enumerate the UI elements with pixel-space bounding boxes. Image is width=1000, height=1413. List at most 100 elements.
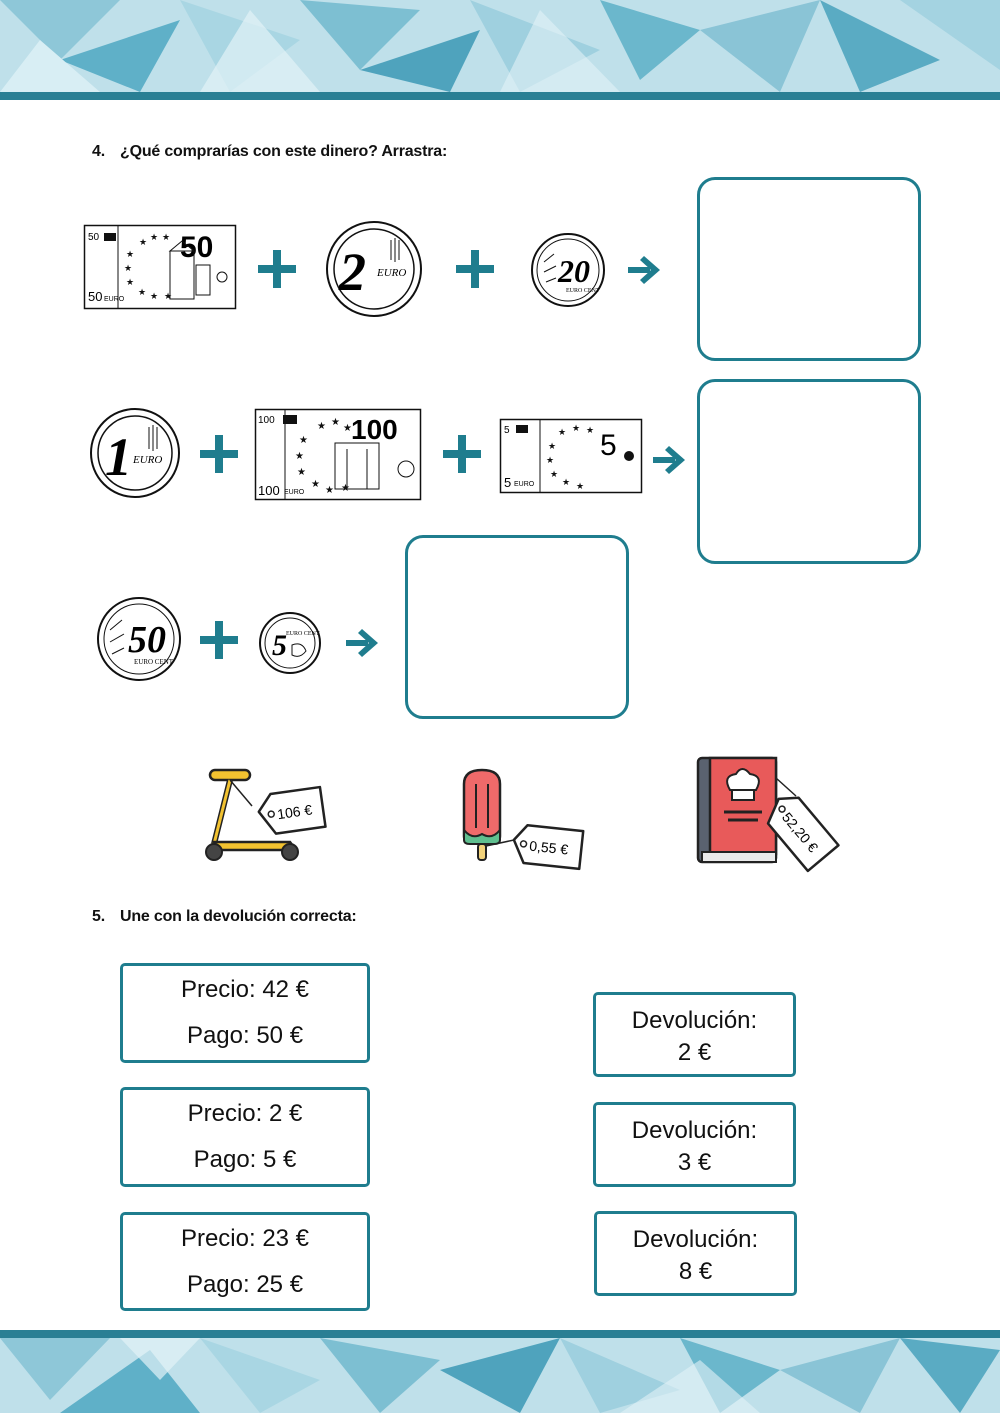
- svg-text:★: ★: [139, 237, 147, 247]
- pago-label: Pago: 50 €: [186, 1022, 304, 1049]
- svg-text:★: ★: [562, 477, 570, 487]
- banknote-5-unit: EURO: [514, 481, 535, 488]
- price-tag-icon: 106 €: [257, 785, 327, 835]
- coin-2-euro[interactable]: 2 EURO: [325, 220, 423, 318]
- plus-icon: [256, 248, 298, 290]
- top-banner: [0, 0, 1000, 100]
- scooter-icon: [205, 768, 299, 861]
- section-5-number: 5.: [92, 908, 105, 925]
- coin-1-value: 1: [105, 427, 132, 487]
- banknote-100-corner-value: 100: [258, 415, 275, 426]
- banknote-50-value: 50: [180, 231, 213, 264]
- price-popsicle: 0,55 €: [529, 838, 570, 858]
- svg-text:★: ★: [558, 427, 566, 437]
- svg-text:★: ★: [138, 287, 146, 297]
- coin-5-value: 5: [272, 629, 287, 662]
- section-4-number: 4.: [92, 143, 105, 160]
- arrow-right-icon: [651, 444, 687, 476]
- precio-label: Precio: 23 €: [180, 1225, 310, 1252]
- devolucion-amount: 8 €: [678, 1258, 713, 1285]
- pago-label: Pago: 25 €: [186, 1271, 304, 1298]
- drop-zone-2[interactable]: [697, 379, 921, 564]
- section-4-title: ¿Qué comprarías con este dinero? Arrastr…: [120, 143, 448, 160]
- svg-text:★: ★: [126, 249, 134, 259]
- banknote-50-corner-value: 50: [88, 232, 100, 243]
- coin-50-cent[interactable]: 50 EURO CENT: [96, 596, 182, 682]
- coin-20-cent[interactable]: 20 EURO CENT: [530, 232, 606, 308]
- banknote-100-value: 100: [351, 414, 398, 445]
- precio-label: Precio: 42 €: [180, 976, 310, 1003]
- svg-text:★: ★: [317, 421, 326, 432]
- svg-text:★: ★: [124, 263, 132, 273]
- coin-5-cent[interactable]: 5 EURO CENT: [258, 611, 322, 675]
- svg-text:★: ★: [548, 441, 556, 451]
- devolucion-card-1[interactable]: Devolución: 2 €: [593, 992, 796, 1077]
- devolucion-label: Devolución:: [631, 1117, 758, 1144]
- banknote-5-value: 5: [600, 429, 617, 462]
- svg-text:★: ★: [343, 423, 352, 434]
- banknote-100-bottom-value: 100: [258, 483, 280, 498]
- devolucion-label: Devolución:: [631, 1007, 758, 1034]
- banknote-50-unit: EURO: [104, 296, 125, 303]
- svg-text:★: ★: [297, 467, 306, 478]
- precio-card-1[interactable]: Precio: 42 € Pago: 50 €: [120, 963, 370, 1063]
- devolucion-card-3[interactable]: Devolución: 8 €: [594, 1211, 797, 1296]
- plus-icon: [454, 248, 496, 290]
- svg-text:★: ★: [576, 481, 584, 491]
- banknote-5-corner-value: 5: [504, 425, 510, 436]
- arrow-right-icon: [626, 254, 662, 286]
- plus-icon: [198, 433, 240, 475]
- drop-zone-3[interactable]: [405, 535, 629, 719]
- svg-text:★: ★: [586, 425, 594, 435]
- banknote-5-bottom-value: 5: [504, 475, 511, 490]
- popsicle-icon: [462, 768, 502, 861]
- coin-1-euro[interactable]: 1 EURO: [89, 407, 181, 499]
- banknote-50[interactable]: 50 50 EURO 50 ★★★ ★★★ ★★★: [83, 224, 237, 310]
- bottom-banner: [0, 1330, 1000, 1413]
- devolucion-amount: 3 €: [677, 1149, 712, 1176]
- svg-text:★: ★: [572, 423, 580, 433]
- arrow-right-icon: [344, 627, 380, 659]
- banknote-100[interactable]: 100 100 EURO 100 ★★★ ★★★ ★★★: [254, 408, 422, 501]
- price-scooter: 106 €: [276, 801, 313, 822]
- svg-text:★: ★: [162, 232, 170, 242]
- coin-5-unit: EURO CENT: [286, 631, 320, 637]
- pago-label: Pago: 5 €: [193, 1146, 297, 1173]
- coin-50-unit: EURO CENT: [134, 658, 174, 666]
- product-scooter[interactable]: 106 €: [200, 766, 327, 864]
- coin-2-unit: EURO: [376, 267, 406, 279]
- product-popsicle[interactable]: 0,55 €: [460, 768, 590, 871]
- plus-icon: [441, 433, 483, 475]
- price-tag-icon: 0,55 €: [512, 823, 585, 871]
- svg-text:★: ★: [150, 232, 158, 242]
- product-cookbook[interactable]: 52,20 €: [696, 756, 866, 873]
- plus-icon: [198, 619, 240, 661]
- svg-text:★: ★: [325, 485, 334, 496]
- precio-card-3[interactable]: Precio: 23 € Pago: 25 €: [120, 1212, 370, 1311]
- cookbook-icon: [696, 756, 778, 864]
- coin-20-value: 20: [557, 253, 590, 289]
- svg-text:★: ★: [164, 291, 172, 301]
- coin-1-unit: EURO: [132, 454, 162, 466]
- svg-text:★: ★: [299, 435, 308, 446]
- section-5-heading: 5. Une con la devolución correcta:: [92, 908, 357, 926]
- svg-text:★: ★: [150, 291, 158, 301]
- precio-card-2[interactable]: Precio: 2 € Pago: 5 €: [120, 1087, 370, 1187]
- banknote-5[interactable]: 5 5 EURO 5 ★★★ ★★★ ★★: [499, 418, 643, 494]
- coin-50-value: 50: [128, 619, 166, 661]
- svg-text:★: ★: [126, 277, 134, 287]
- banknote-50-bottom-value: 50: [88, 289, 102, 304]
- coin-2-value: 2: [338, 242, 366, 302]
- devolucion-amount: 2 €: [677, 1039, 712, 1066]
- section-5-title: Une con la devolución correcta:: [120, 908, 357, 925]
- svg-text:★: ★: [331, 417, 340, 428]
- banknote-100-unit: EURO: [284, 489, 305, 496]
- section-4-heading: 4. ¿Qué comprarías con este dinero? Arras…: [92, 143, 447, 161]
- drop-zone-1[interactable]: [697, 177, 921, 361]
- svg-text:★: ★: [311, 479, 320, 490]
- svg-text:★: ★: [295, 451, 304, 462]
- svg-text:★: ★: [546, 455, 554, 465]
- coin-20-unit: EURO CENT: [566, 288, 600, 294]
- devolucion-card-2[interactable]: Devolución: 3 €: [593, 1102, 796, 1187]
- svg-text:★: ★: [550, 469, 558, 479]
